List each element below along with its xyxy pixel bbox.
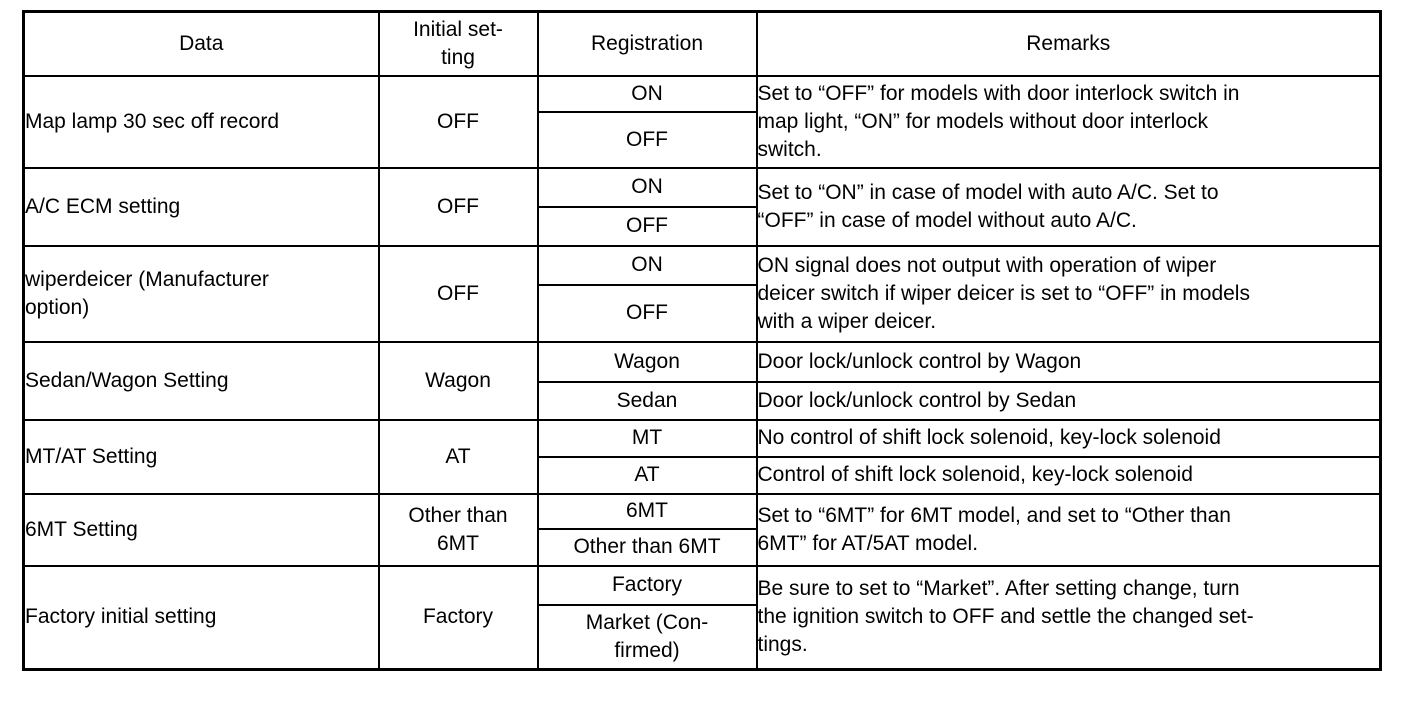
header-initial-setting: Initial set- ting bbox=[377, 10, 539, 77]
table-row: Market (Con- firmed) bbox=[24, 603, 1381, 671]
settings-table: Data Initial set- ting Registration Rema… bbox=[22, 10, 1382, 671]
table-row: OFF bbox=[24, 205, 1381, 247]
data-cell: A/C ECM setting bbox=[22, 166, 380, 247]
data-cell: Factory initial setting bbox=[22, 564, 380, 671]
header-data: Data bbox=[22, 10, 380, 77]
registration-option-cell: Market (Con- firmed) bbox=[536, 603, 758, 671]
header-registration: Registration bbox=[536, 10, 758, 77]
table-row: Sedan/Wagon Setting Wagon Wagon Door loc… bbox=[22, 340, 1382, 421]
registration-option-cell: ON bbox=[536, 166, 758, 208]
registration-option-cell: OFF bbox=[536, 283, 758, 343]
registration-option-cell: MT bbox=[536, 418, 758, 458]
table-row: 6MT Setting Other than 6MT 6MT Set to “6… bbox=[22, 492, 1382, 567]
remarks-cell: No control of shift lock solenoid, key-l… bbox=[755, 418, 1382, 458]
table-row: MT/AT Setting AT MT No control of shift … bbox=[22, 418, 1382, 495]
registration-option-cell: OFF bbox=[536, 205, 758, 247]
registration-option-cell: ON bbox=[536, 244, 758, 286]
registration-option-cell: Factory bbox=[536, 564, 758, 606]
registration-option-cell: 6MT bbox=[536, 492, 758, 530]
table-row: wiperdeicer (Manufacturer option) OFF ON… bbox=[22, 244, 1382, 343]
initial-setting-cell: Other than 6MT bbox=[377, 492, 539, 567]
table-row: OFF bbox=[24, 110, 1381, 169]
initial-setting-cell: Wagon bbox=[377, 340, 539, 421]
data-cell: MT/AT Setting bbox=[22, 418, 380, 495]
initial-setting-cell: OFF bbox=[377, 74, 539, 169]
remarks-cell: Set to “6MT” for 6MT model, and set to “… bbox=[755, 492, 1382, 567]
data-cell: wiperdeicer (Manufacturer option) bbox=[22, 244, 380, 343]
header-row: Data Initial set- ting Registration Rema… bbox=[22, 10, 1382, 77]
registration-option-cell: OFF bbox=[536, 110, 758, 169]
header-remarks: Remarks bbox=[755, 10, 1382, 77]
table-row: Other than 6MT bbox=[24, 527, 1381, 567]
initial-setting-cell: OFF bbox=[377, 244, 539, 343]
table-row: Factory initial setting Factory Factory … bbox=[22, 564, 1382, 671]
registration-option-cell: ON bbox=[536, 74, 758, 113]
remarks-cell: Set to “OFF” for models with door interl… bbox=[755, 74, 1382, 169]
remarks-cell: Set to “ON” in case of model with auto A… bbox=[755, 166, 1382, 247]
remarks-cell: Door lock/unlock control by Wagon bbox=[755, 340, 1382, 383]
data-cell: 6MT Setting bbox=[22, 492, 380, 567]
remarks-cell: Be sure to set to “Market”. After settin… bbox=[755, 564, 1382, 671]
table-row: AT Control of shift lock solenoid, key-l… bbox=[24, 455, 1382, 495]
data-cell: Sedan/Wagon Setting bbox=[22, 340, 380, 421]
table-row: A/C ECM setting OFF ON Set to “ON” in ca… bbox=[22, 166, 1382, 247]
registration-option-cell: Other than 6MT bbox=[536, 527, 758, 567]
table-row: OFF bbox=[24, 283, 1381, 343]
remarks-cell: ON signal does not output with operation… bbox=[755, 244, 1382, 343]
registration-option-cell: AT bbox=[536, 455, 758, 495]
initial-setting-cell: Factory bbox=[377, 564, 539, 671]
table-row: Map lamp 30 sec off record OFF ON Set to… bbox=[22, 74, 1382, 169]
initial-setting-cell: OFF bbox=[377, 166, 539, 247]
remarks-cell: Control of shift lock solenoid, key-lock… bbox=[755, 455, 1382, 495]
registration-option-cell: Wagon bbox=[536, 340, 758, 383]
registration-option-cell: Sedan bbox=[536, 380, 758, 421]
data-cell: Map lamp 30 sec off record bbox=[22, 74, 380, 169]
remarks-cell: Door lock/unlock control by Sedan bbox=[755, 380, 1382, 421]
initial-setting-cell: AT bbox=[377, 418, 539, 495]
table-row: Sedan Door lock/unlock control by Sedan bbox=[24, 380, 1382, 421]
